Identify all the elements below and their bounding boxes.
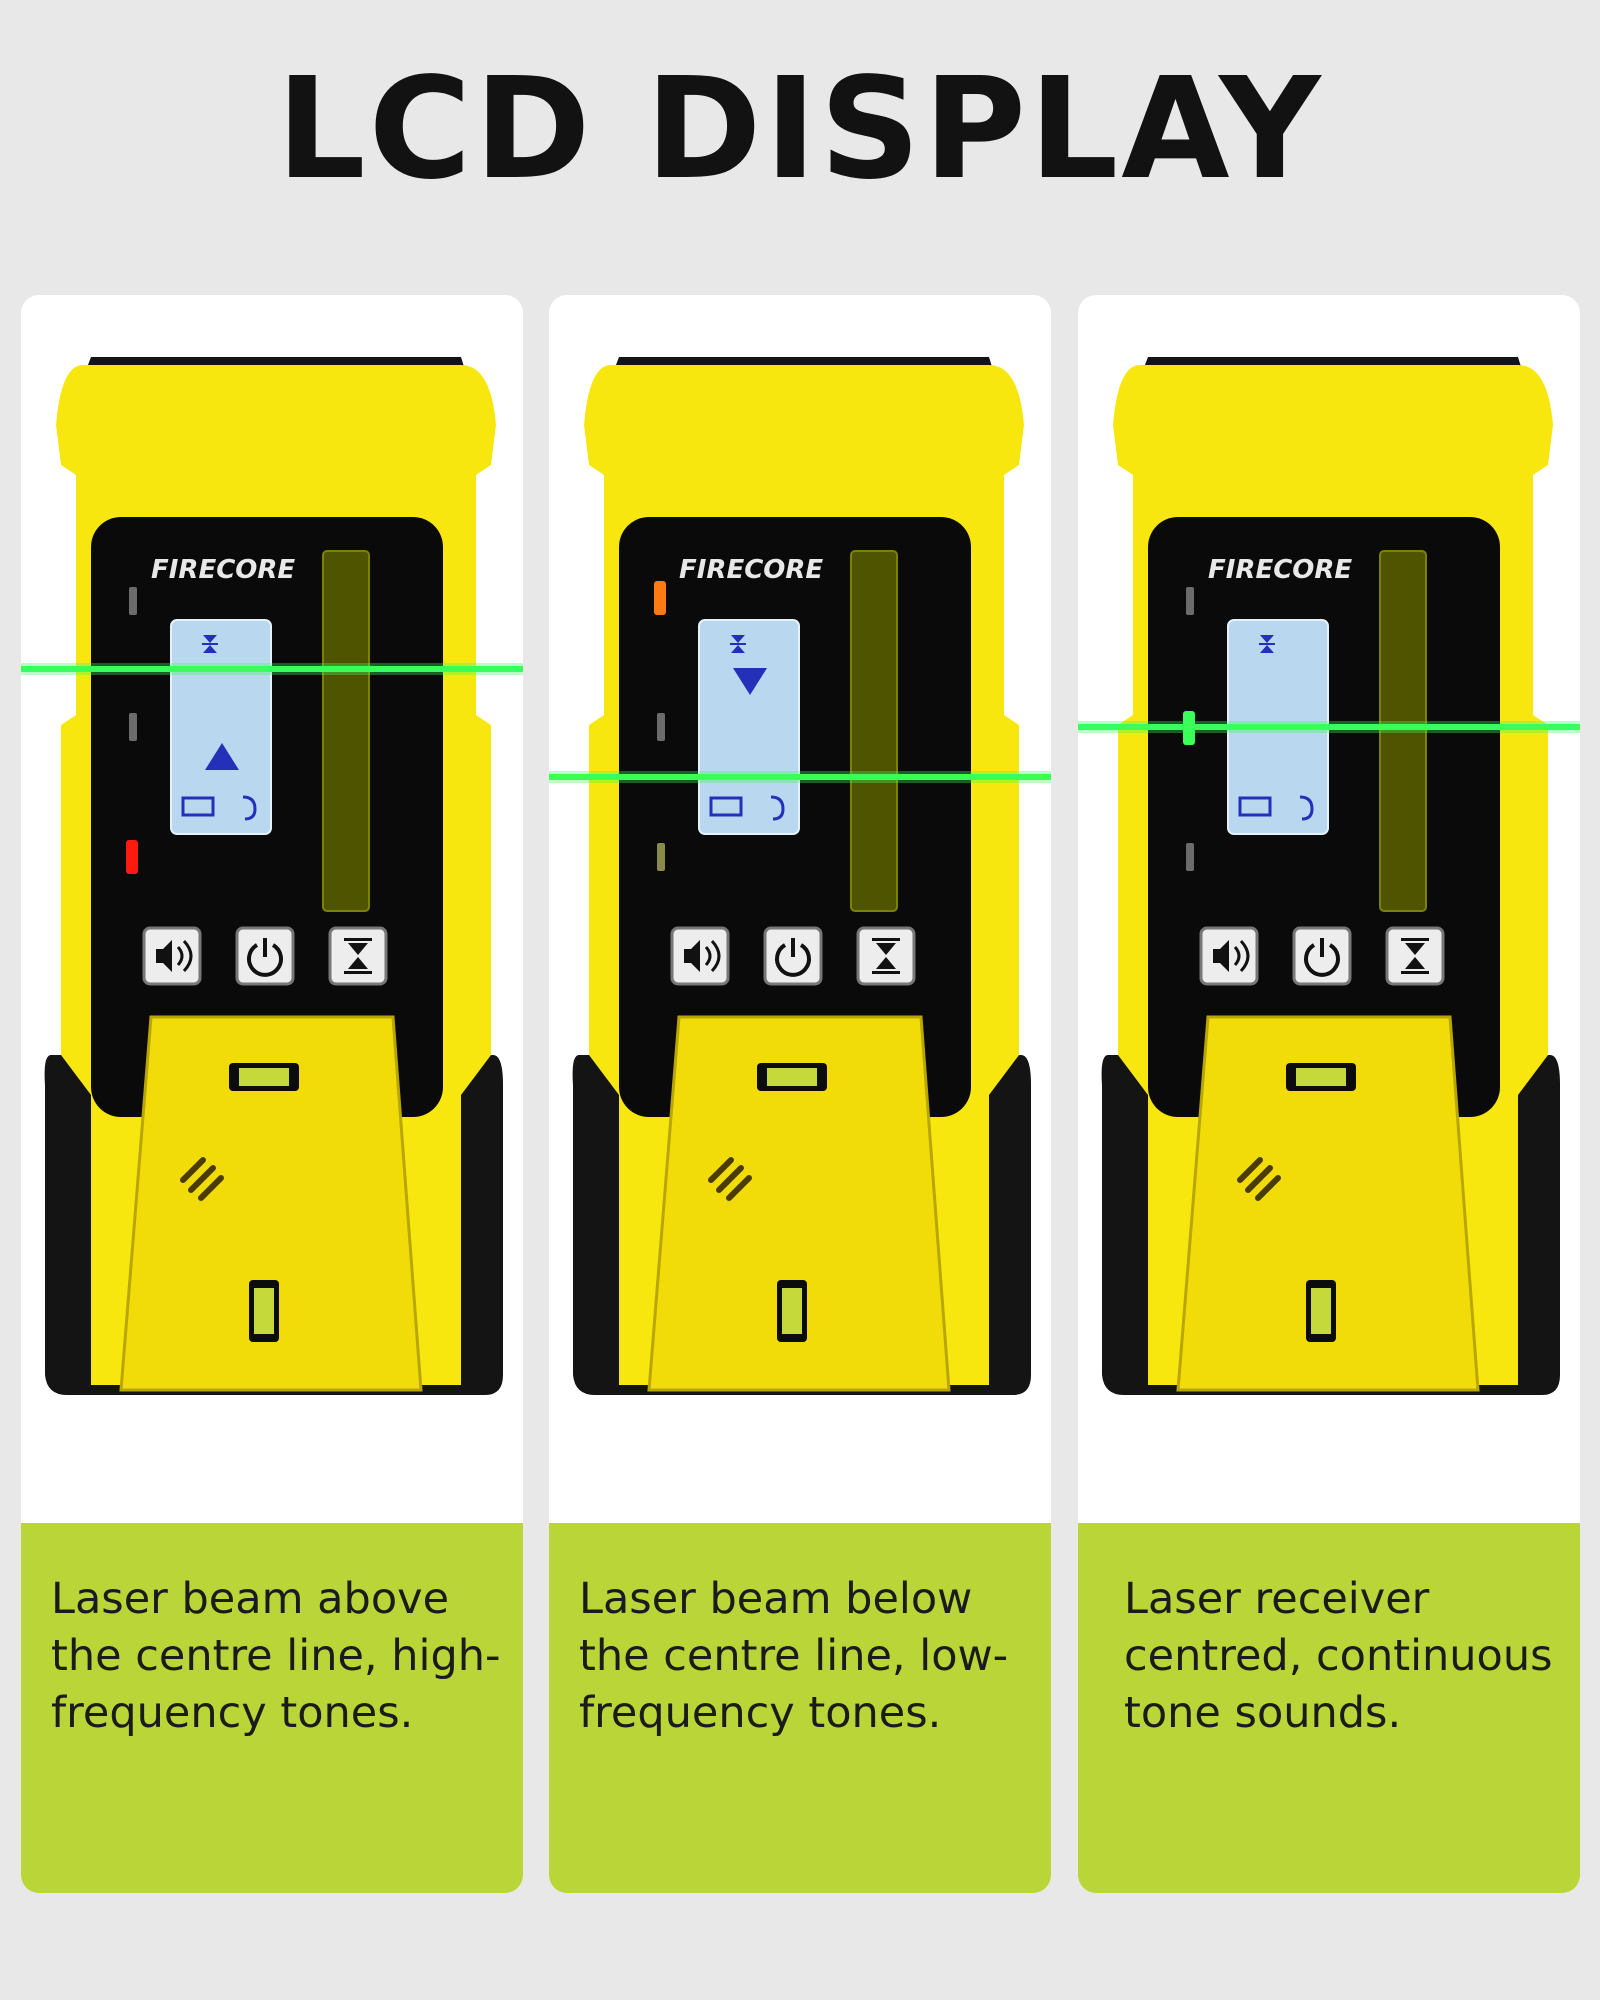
- device-body: [572, 357, 1031, 1395]
- caption-panel: Laser receiver centred, continuous tone …: [1078, 1523, 1580, 1893]
- precision-button[interactable]: [856, 926, 916, 986]
- power-button[interactable]: [1292, 926, 1352, 986]
- caption-text: Laser beam above the centre line, high-f…: [51, 1574, 501, 1738]
- power-icon: [247, 938, 283, 977]
- caption-text: Laser receiver centred, continuous tone …: [1124, 1574, 1553, 1738]
- power-icon: [775, 938, 811, 977]
- precision-mark-icon: [202, 635, 218, 653]
- sound-button[interactable]: [670, 926, 730, 986]
- precision-mark-icon: [730, 635, 746, 653]
- display-card-below: FIRECORE: [549, 295, 1051, 1893]
- precision-icon: [344, 938, 372, 974]
- precision-icon: [872, 938, 900, 974]
- ear-icon: [770, 795, 785, 821]
- brand-logo: FIRECORE: [151, 555, 295, 585]
- active-led-orange: [654, 581, 666, 615]
- laser-receiver: FIRECORE: [1078, 357, 1580, 1395]
- down-arrow-icon: [733, 668, 767, 695]
- battery-icon: [181, 796, 215, 817]
- battery-icon: [1238, 796, 1272, 817]
- speaker-icon: [684, 939, 721, 973]
- precision-mark-icon: [1259, 635, 1275, 653]
- laser-receiver: FIRECORE: [21, 357, 523, 1395]
- led-column: [126, 587, 138, 874]
- detector-window: [1379, 550, 1427, 912]
- detector-window: [850, 550, 898, 912]
- page-title: LCD DISPLAY: [276, 48, 1324, 211]
- display-card-above: FIRECORE: [21, 295, 523, 1893]
- active-led-red: [126, 840, 138, 874]
- display-card-centred: FIRECORE: [1078, 295, 1580, 1893]
- speaker-icon: [1213, 939, 1250, 973]
- led-column: [654, 581, 666, 871]
- laser-receiver: FIRECORE: [549, 357, 1051, 1395]
- lcd-screen: [170, 619, 272, 835]
- detector-window: [322, 550, 370, 912]
- brand-logo: FIRECORE: [679, 555, 823, 585]
- laser-beam: [549, 771, 1051, 783]
- device-body: [44, 357, 503, 1395]
- caption-panel: Laser beam above the centre line, high-f…: [21, 1523, 523, 1893]
- ear-icon: [242, 795, 257, 821]
- battery-icon: [709, 796, 743, 817]
- sound-button[interactable]: [1199, 926, 1259, 986]
- sound-button[interactable]: [142, 926, 202, 986]
- speaker-icon: [156, 939, 193, 973]
- caption-panel: Laser beam below the centre line, low-fr…: [549, 1523, 1051, 1893]
- brand-logo: FIRECORE: [1208, 555, 1352, 585]
- power-button[interactable]: [763, 926, 823, 986]
- device-body: [1101, 357, 1560, 1395]
- ear-icon: [1299, 795, 1314, 821]
- up-arrow-icon: [205, 743, 239, 770]
- caption-text: Laser beam below the centre line, low-fr…: [579, 1574, 1009, 1738]
- lcd-screen: [698, 619, 800, 835]
- power-icon: [1304, 938, 1340, 977]
- precision-button[interactable]: [1385, 926, 1445, 986]
- laser-beam: [1078, 721, 1580, 733]
- precision-icon: [1401, 938, 1429, 974]
- precision-button[interactable]: [328, 926, 388, 986]
- laser-beam: [21, 663, 523, 675]
- power-button[interactable]: [235, 926, 295, 986]
